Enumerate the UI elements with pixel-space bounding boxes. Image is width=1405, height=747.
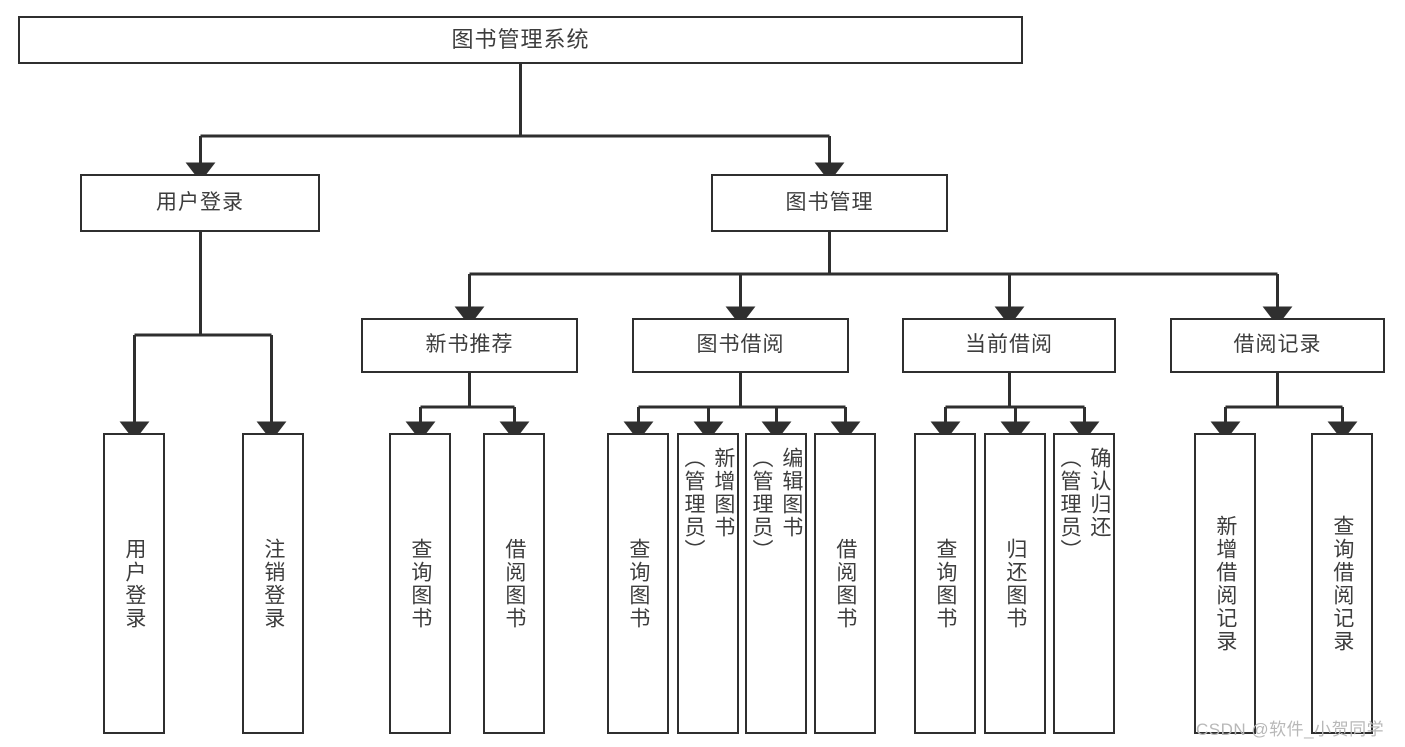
- node-borrow-record[interactable]: 借阅记录: [1170, 318, 1385, 373]
- node-query-book-1[interactable]: 查询图书: [389, 433, 451, 734]
- node-book-manage[interactable]: 图书管理: [711, 174, 948, 232]
- node-return-book[interactable]: 归还图书: [984, 433, 1046, 734]
- node-query-borrow-record[interactable]: 查询借阅记录: [1311, 433, 1373, 734]
- node-query-book-2[interactable]: 查询图书: [607, 433, 669, 734]
- node-new-book-rec[interactable]: 新书推荐: [361, 318, 578, 373]
- node-root[interactable]: 图书管理系统: [18, 16, 1023, 64]
- node-add-borrow-record[interactable]: 新增借阅记录: [1194, 433, 1256, 734]
- node-edit-book-admin-label: 编辑图书 （管理员）: [750, 447, 803, 562]
- node-root-label: 图书管理系统: [451, 27, 590, 53]
- node-query-book-1-label: 查询图书: [408, 537, 432, 630]
- node-query-book-3-label: 查询图书: [933, 537, 957, 630]
- node-query-book-2-label: 查询图书: [626, 537, 650, 630]
- node-book-borrow-label: 图书借阅: [696, 333, 785, 357]
- node-edit-book-admin[interactable]: 编辑图书 （管理员）: [745, 433, 807, 734]
- node-borrow-book-1[interactable]: 借阅图书: [483, 433, 545, 734]
- node-user-login[interactable]: 用户登录: [80, 174, 320, 232]
- node-confirm-return-admin-label: 确认归还 （管理员）: [1058, 447, 1111, 562]
- node-current-borrow[interactable]: 当前借阅: [902, 318, 1116, 373]
- node-return-book-label: 归还图书: [1003, 537, 1027, 630]
- node-borrow-book-2[interactable]: 借阅图书: [814, 433, 876, 734]
- node-add-book-admin[interactable]: 新增图书 （管理员）: [677, 433, 739, 734]
- node-query-borrow-record-label: 查询借阅记录: [1330, 514, 1354, 653]
- node-current-borrow-label: 当前借阅: [965, 333, 1053, 357]
- node-borrow-record-label: 借阅记录: [1233, 333, 1322, 357]
- node-user-login-leaf[interactable]: 用户登录: [103, 433, 165, 734]
- node-add-book-admin-label: 新增图书 （管理员）: [682, 447, 735, 562]
- node-query-book-3[interactable]: 查询图书: [914, 433, 976, 734]
- node-book-borrow[interactable]: 图书借阅: [632, 318, 849, 373]
- node-user-login-leaf-label: 用户登录: [122, 537, 146, 630]
- node-borrow-book-2-label: 借阅图书: [833, 537, 857, 630]
- node-logout-leaf[interactable]: 注销登录: [242, 433, 304, 734]
- node-new-book-rec-label: 新书推荐: [425, 333, 514, 357]
- node-book-manage-label: 图书管理: [785, 190, 874, 214]
- csdn-watermark: CSDN @软件_小贺同学: [1196, 720, 1385, 739]
- node-logout-leaf-label: 注销登录: [261, 537, 285, 630]
- node-add-borrow-record-label: 新增借阅记录: [1213, 514, 1237, 653]
- node-borrow-book-1-label: 借阅图书: [502, 537, 526, 630]
- node-user-login-label: 用户登录: [156, 190, 244, 214]
- node-confirm-return-admin[interactable]: 确认归还 （管理员）: [1053, 433, 1115, 734]
